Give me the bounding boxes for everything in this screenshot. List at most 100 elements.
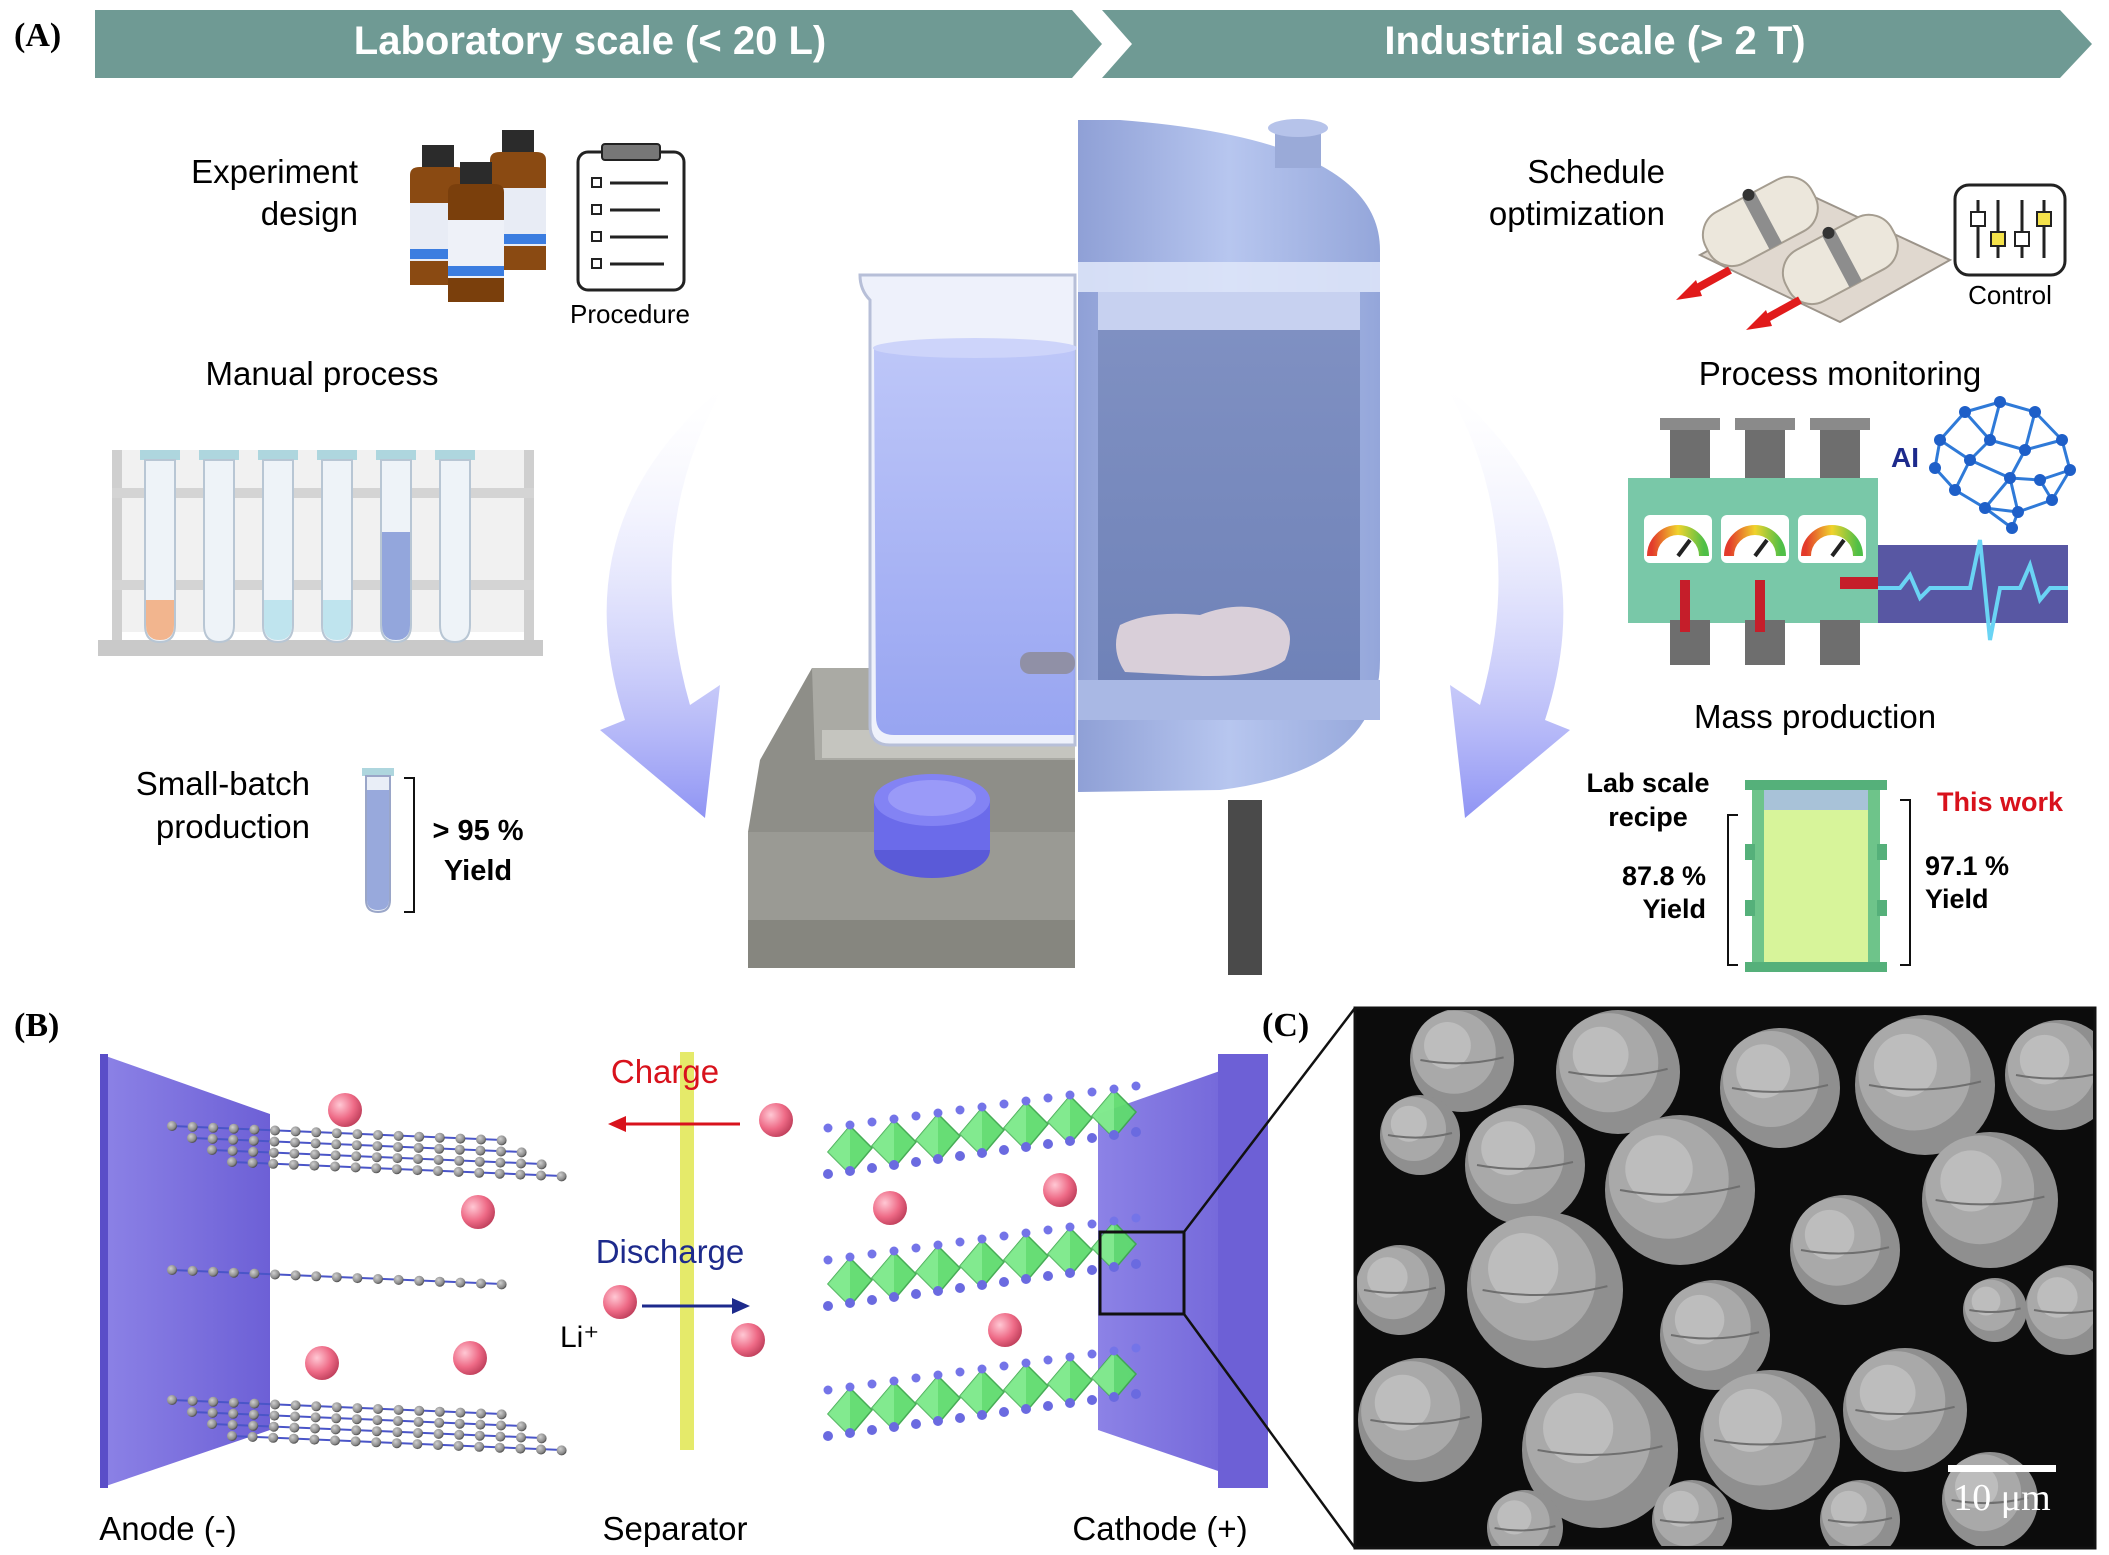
carbon-atom [330, 1161, 340, 1172]
carbon-atom [474, 1167, 485, 1178]
oxygen-atom [867, 1117, 877, 1127]
oxygen-atom [1131, 1213, 1141, 1223]
carbon-atom [350, 1162, 361, 1173]
carbon-atom [311, 1401, 322, 1412]
procedure-label: Procedure [570, 299, 690, 329]
carbon-atom [331, 1272, 342, 1283]
carbon-atom [434, 1417, 445, 1428]
carbon-atom [167, 1265, 177, 1275]
carbon-atom [269, 1410, 280, 1421]
carbon-atom [310, 1138, 321, 1149]
carbon-atom [247, 1157, 258, 1168]
scale-bar-icon [1948, 1465, 2056, 1472]
li-ion-label: Li⁺ [560, 1321, 599, 1354]
carbon-atom [330, 1424, 341, 1435]
carbon-atom [187, 1121, 198, 1132]
oxygen-atom [977, 1364, 987, 1374]
oxygen-atom [867, 1379, 877, 1389]
carbon-atom [288, 1159, 299, 1170]
carbon-atom [310, 1149, 320, 1160]
oxygen-atom [1087, 1395, 1097, 1405]
carbon-atom [311, 1127, 322, 1138]
separator-icon [680, 1052, 694, 1450]
experiment-design-line2: design [261, 195, 358, 232]
oxygen-atom [889, 1292, 899, 1302]
brain-node [1934, 434, 1946, 446]
brain-node [1949, 484, 1961, 496]
carbon-atom [495, 1157, 506, 1168]
separator-label: Separator [603, 1510, 748, 1547]
oxygen-atom [1087, 1133, 1097, 1143]
gauge-icon [1798, 515, 1866, 563]
carbon-atom [453, 1440, 464, 1451]
single-test-tube-icon [362, 768, 394, 914]
carbon-atom [269, 1136, 280, 1147]
oxygen-atom [823, 1301, 833, 1311]
this-work-label: This work [1937, 787, 2064, 817]
lab-recipe-line1: Lab scale [1586, 768, 1709, 798]
carbon-atom [331, 1128, 342, 1139]
carbon-atom [228, 1123, 239, 1134]
brain-node [1959, 406, 1971, 418]
carbon-atom [536, 1170, 546, 1181]
carbon-atom [290, 1270, 301, 1281]
carbon-atom [455, 1407, 466, 1418]
reagent-bottles-icon [410, 130, 546, 302]
test-tube-icon [258, 450, 298, 644]
carbon-atom [474, 1441, 485, 1452]
small-batch-line1: Small-batch [136, 765, 310, 802]
carbon-atom [434, 1406, 445, 1417]
banner-ind-text: Industrial scale (> 2 T) [1384, 19, 1805, 63]
reactor-icon [1078, 119, 1380, 975]
brain-node [2046, 494, 2058, 506]
oxygen-atom [1065, 1090, 1075, 1100]
carbon-atom [515, 1169, 526, 1180]
oxygen-atom [955, 1105, 965, 1115]
carbon-atom [247, 1431, 258, 1442]
carbon-atom [351, 1140, 362, 1151]
lab-recipe-line2: recipe [1608, 802, 1688, 832]
banner-industrial: Industrial scale (> 2 T) [1102, 10, 2092, 78]
carbon-atom [268, 1421, 279, 1432]
octahedra-layer [823, 1343, 1141, 1441]
charge-arrowhead-icon [608, 1116, 626, 1132]
carbon-atom [227, 1419, 238, 1430]
oxygen-atom [889, 1114, 899, 1124]
carbon-atom [496, 1420, 506, 1431]
oxygen-atom [1087, 1087, 1097, 1097]
oxygen-atom [889, 1246, 899, 1256]
brain-node [2019, 444, 2031, 456]
oxygen-atom [1131, 1259, 1141, 1269]
process-monitoring-label: Process monitoring [1699, 355, 1981, 392]
oxygen-atom [1065, 1268, 1075, 1278]
oxygen-atom [1087, 1349, 1097, 1359]
octahedra-layer [823, 1081, 1141, 1179]
carbon-atom [434, 1276, 445, 1287]
carbon-atom [268, 1147, 279, 1158]
ai-brain-network-icon [1929, 396, 2076, 534]
oxygen-atom [1087, 1219, 1097, 1229]
process-machine-icon [1628, 418, 2068, 665]
carbon-atom [494, 1442, 505, 1453]
control-panel-icon [1953, 183, 2067, 277]
oxygen-atom [933, 1286, 943, 1296]
li-ion-ball [988, 1313, 1022, 1347]
oxygen-atom [955, 1151, 965, 1161]
production-vessel-icon [1745, 780, 1887, 972]
oxygen-atom [823, 1169, 833, 1179]
carbon-atom [476, 1408, 486, 1419]
carbon-atom [496, 1146, 506, 1157]
carbon-atom [227, 1145, 238, 1156]
carbon-atom [207, 1133, 218, 1144]
oxygen-atom [1043, 1401, 1053, 1411]
carbon-atom [393, 1274, 404, 1285]
carbon-atom [414, 1405, 425, 1416]
graphite-layer [167, 1265, 507, 1290]
carbon-atom [496, 1409, 507, 1420]
graphite-layer [167, 1395, 567, 1456]
oxygen-atom [977, 1102, 987, 1112]
li-ion-ball [1043, 1173, 1077, 1207]
test-tube-icon [317, 450, 357, 644]
test-tube-icon [140, 450, 180, 644]
this-work-bracket [1900, 799, 1911, 966]
